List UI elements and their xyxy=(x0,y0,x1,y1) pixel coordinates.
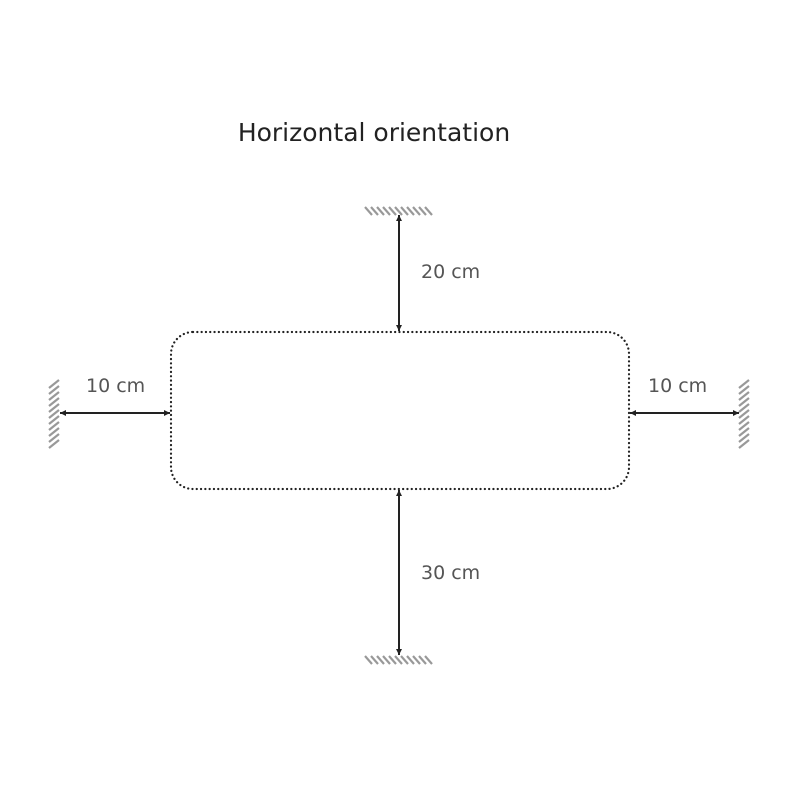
right-wall-hatch-icon xyxy=(738,379,750,449)
left-wall-hatch-icon xyxy=(48,379,60,449)
left-clearance-label: 10 cm xyxy=(86,375,145,397)
bottom-clearance-label: 30 cm xyxy=(421,562,480,584)
diagram-title: Horizontal orientation xyxy=(238,118,510,147)
right-clearance-label: 10 cm xyxy=(648,375,707,397)
bottom-wall-hatch-icon xyxy=(364,655,433,665)
top-clearance-label: 20 cm xyxy=(421,261,480,283)
device-outline xyxy=(169,330,631,491)
top-wall-hatch-icon xyxy=(364,206,433,216)
